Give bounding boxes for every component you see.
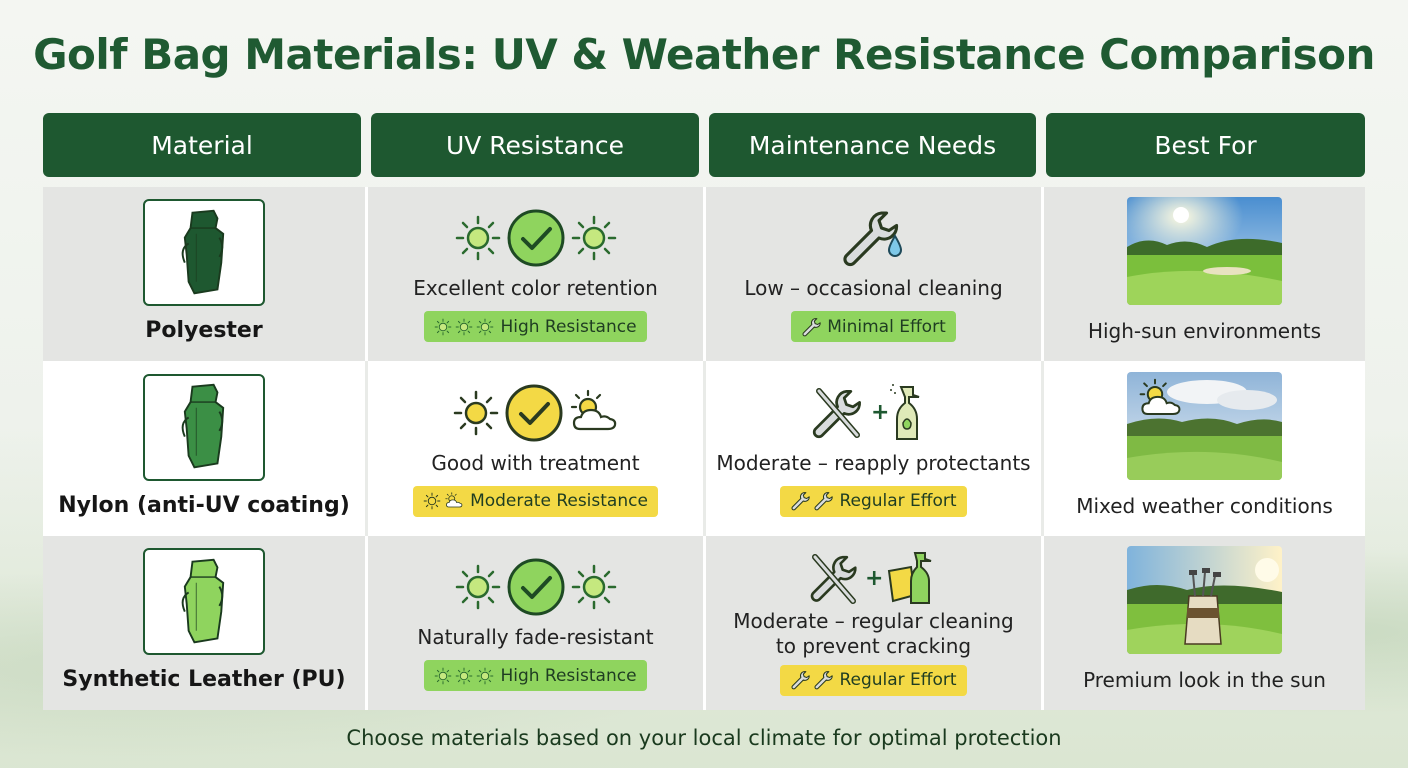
mixed-weather-golf-course-image <box>1127 371 1282 480</box>
best-for-cell: Mixed weather conditions <box>1044 361 1365 536</box>
material-cell: Polyester <box>43 187 365 361</box>
uv-cell: Naturally fade-resistant High Resistance <box>368 536 703 710</box>
svg-text:+: + <box>871 400 889 425</box>
uv-badge-label: High Resistance <box>500 665 637 686</box>
maintenance-description: Moderate – regular cleaning to prevent c… <box>733 609 1013 659</box>
best-for-text: Mixed weather conditions <box>1076 493 1333 518</box>
uv-badge: High Resistance <box>424 311 647 342</box>
golf-bag-icon <box>143 548 265 655</box>
checkmark-icon <box>505 384 562 441</box>
best-for-text: Premium look in the sun <box>1083 668 1326 692</box>
table-row: Nylon (anti-UV coating) Good with treatm… <box>43 361 1365 536</box>
sunny-golf-course-image <box>1127 197 1282 305</box>
material-cell: Synthetic Leather (PU) <box>43 536 365 710</box>
best-for-text: High-sun environments <box>1087 319 1322 343</box>
maintenance-badge: Regular Effort <box>780 664 967 696</box>
maintenance-description-line: to prevent cracking <box>775 633 972 658</box>
best-for-cell: Premium look in the sun <box>1044 536 1365 710</box>
sun-cloud-icon <box>568 389 620 437</box>
checkmark-icon <box>507 558 564 616</box>
wrench-icon <box>801 317 821 337</box>
maintenance-cell: Low – occasional cleaning Minimal Effort <box>706 187 1041 361</box>
material-name: Synthetic Leather (PU) <box>62 667 346 692</box>
uv-description: Excellent color retention <box>413 276 658 300</box>
uv-description: Naturally fade-resistant <box>417 625 654 649</box>
maintenance-cell: + Moderate – reapply protectants Regular… <box>706 361 1041 536</box>
tools-sponge-spray-icon: + <box>810 551 931 604</box>
svg-text:+: + <box>865 566 883 591</box>
header-uv-resistance: UV Resistance <box>371 113 699 177</box>
wrench-icon <box>790 491 833 511</box>
wrench-icon <box>790 670 833 690</box>
wrench-water-drop-icon <box>842 211 902 267</box>
golf-bag-icon <box>143 199 265 306</box>
maintenance-description: Low – occasional cleaning <box>744 276 1003 300</box>
maintenance-cell: + Moderate – regular cleaning to prevent… <box>706 536 1041 710</box>
uv-description: Good with treatment <box>431 450 640 475</box>
tools-spray-bottle-icon: + <box>812 383 919 440</box>
uv-badge: Moderate Resistance <box>413 485 658 517</box>
uv-badge-label: Moderate Resistance <box>470 491 648 511</box>
sun-cloud-icon <box>423 492 464 510</box>
page-title: Golf Bag Materials: UV & Weather Resista… <box>33 30 1375 79</box>
material-name: Polyester <box>145 318 263 343</box>
golf-bag-on-course-image <box>1127 546 1282 654</box>
uv-badge: High Resistance <box>424 660 647 691</box>
footer-note: Choose materials based on your local cli… <box>346 726 1062 750</box>
maintenance-description-line: Moderate – regular cleaning <box>733 608 1014 633</box>
uv-cell: Good with treatment Moderate Resistance <box>368 361 703 536</box>
sun-icon <box>452 389 500 437</box>
maintenance-badge-label: Regular Effort <box>839 491 957 511</box>
table-row: Polyester Excellent color retention High… <box>43 187 1365 361</box>
maintenance-description: Moderate – reapply protectants <box>716 450 1031 475</box>
golf-bag-icon <box>143 373 265 481</box>
sun-icon <box>434 667 494 685</box>
header-maintenance-needs: Maintenance Needs <box>709 113 1036 177</box>
sun-icon <box>454 563 502 611</box>
uv-badge-label: High Resistance <box>500 316 637 337</box>
material-cell: Nylon (anti-UV coating) <box>43 361 365 536</box>
header-material: Material <box>43 113 361 177</box>
table-row: Synthetic Leather (PU) Naturally fade-re… <box>43 536 1365 710</box>
maintenance-badge-label: Minimal Effort <box>827 316 946 337</box>
checkmark-icon <box>507 209 564 267</box>
sun-icon <box>454 214 502 262</box>
maintenance-badge: Minimal Effort <box>791 311 956 342</box>
uv-cell: Excellent color retention High Resistanc… <box>368 187 703 361</box>
maintenance-badge-label: Regular Effort <box>839 670 957 690</box>
sun-icon <box>434 318 494 336</box>
material-name: Nylon (anti-UV coating) <box>58 492 350 518</box>
sun-icon <box>570 563 618 611</box>
best-for-cell: High-sun environments <box>1044 187 1365 361</box>
header-best-for: Best For <box>1046 113 1365 177</box>
sun-icon <box>570 214 618 262</box>
maintenance-badge: Regular Effort <box>780 485 967 517</box>
